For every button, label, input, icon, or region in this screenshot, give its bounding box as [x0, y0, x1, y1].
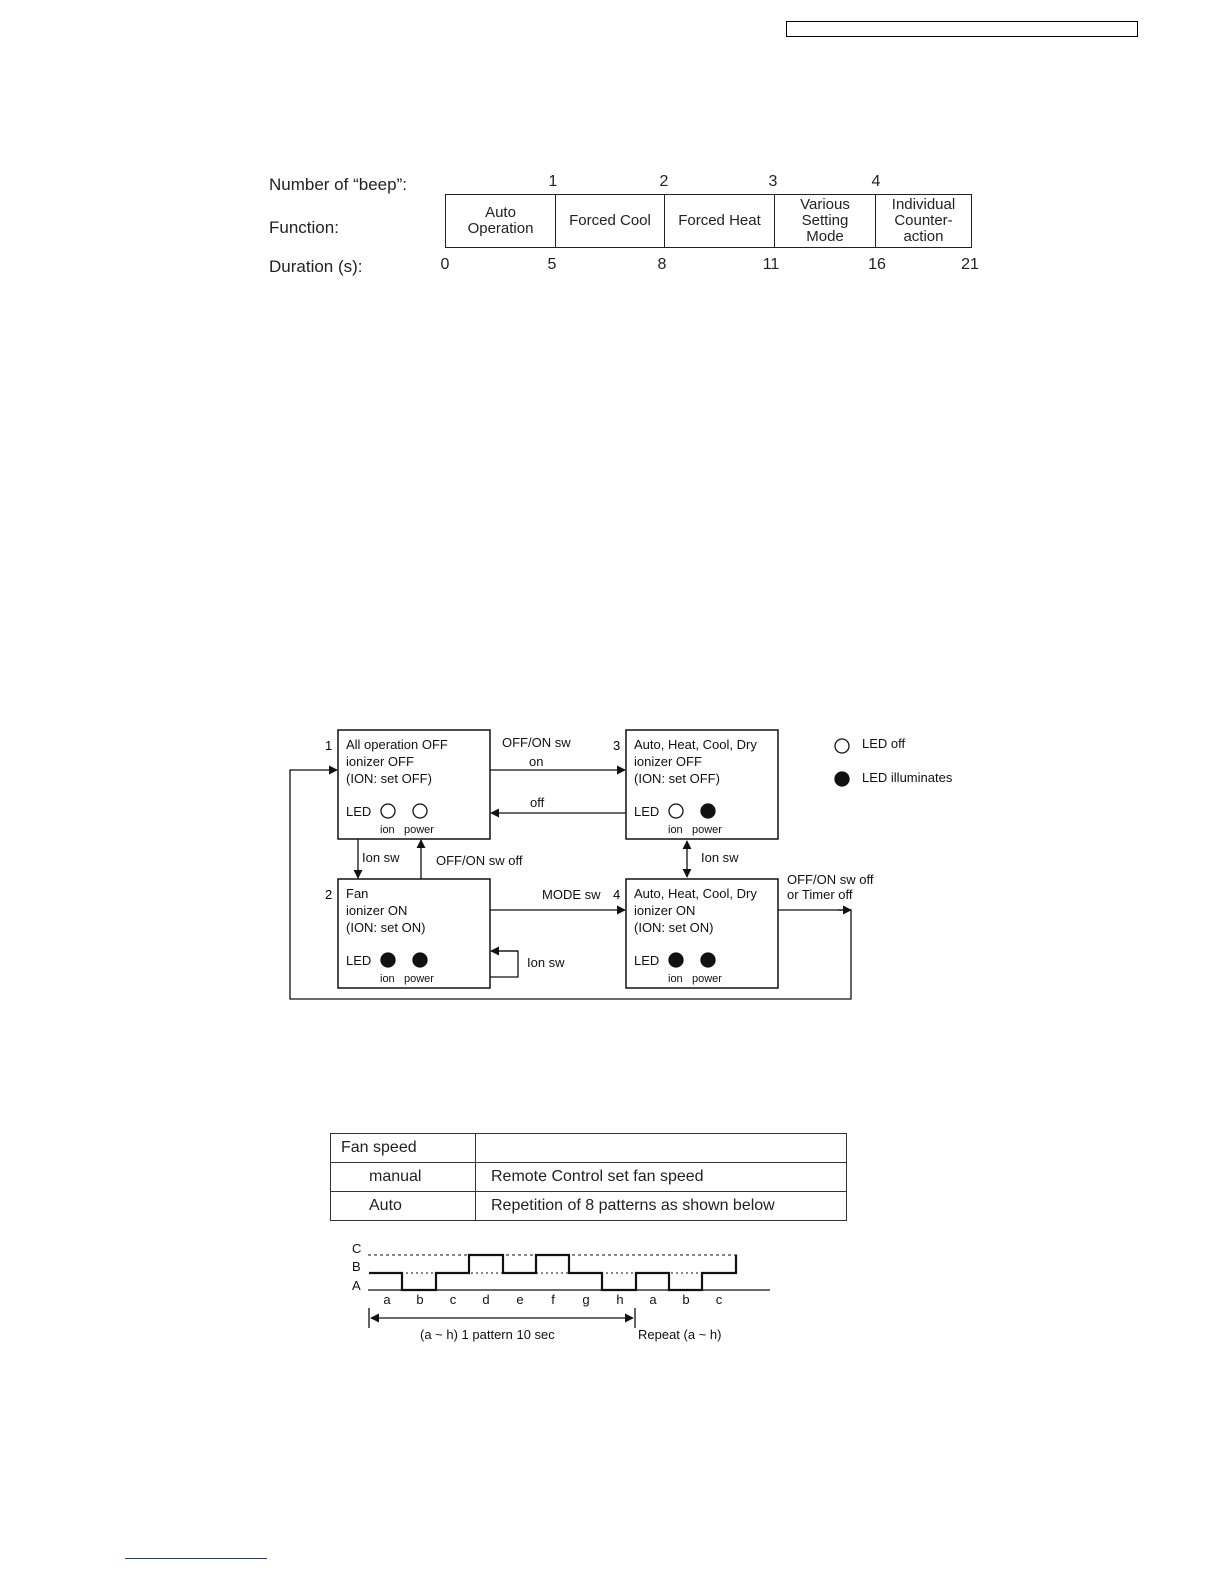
state-number-3: 3 [613, 738, 620, 753]
beep-number: 1 [548, 173, 558, 190]
state-2-line: Fan [346, 886, 368, 901]
state-1-line: ionizer OFF [346, 754, 414, 769]
ion-led-caption: ion [668, 824, 683, 836]
fan-speed-header: Fan speed [330, 1133, 476, 1163]
fan-desc-cell: Repetition of 8 patterns as shown below [475, 1191, 847, 1221]
duration-tick: 5 [547, 256, 557, 273]
repeat-label: Repeat (a ~ h) [638, 1327, 721, 1342]
function-cell-various-setting: Various Setting Mode [774, 194, 876, 248]
label-4-out-a: OFF/ON sw off [787, 872, 874, 887]
state-box-3 [625, 729, 779, 840]
segment-label: c [716, 1292, 723, 1307]
state-box-1 [337, 729, 491, 840]
function-cell-forced-heat: Forced Heat [664, 194, 775, 248]
state-4-line: (ION: set ON) [634, 920, 713, 935]
state-number-1: 1 [325, 738, 332, 753]
label-1-to-3-a: OFF/ON sw [502, 735, 571, 750]
power-led-caption: power [692, 973, 722, 985]
led-label: LED [346, 804, 371, 819]
beep-number: 2 [659, 173, 669, 190]
state-3-line: ionizer OFF [634, 754, 702, 769]
state-2-line: ionizer ON [346, 903, 407, 918]
led-on-icon [668, 952, 684, 968]
power-led-caption: power [404, 824, 434, 836]
state-box-4 [625, 878, 779, 989]
segment-label: a [649, 1292, 657, 1307]
fan-mode-cell: Auto [330, 1191, 476, 1221]
footer-link-line [125, 1558, 267, 1559]
ion-led-caption: ion [380, 824, 395, 836]
state-box-2 [337, 878, 491, 989]
segment-label: d [482, 1292, 489, 1307]
state-number-4: 4 [613, 887, 620, 902]
beep-number: 4 [871, 173, 881, 190]
legend-led-on-icon [834, 771, 850, 787]
label-3-to-1: off [530, 795, 545, 810]
label-1-to-2: Ion sw [362, 850, 400, 865]
state-4-line: Auto, Heat, Cool, Dry [634, 886, 757, 901]
legend-led-on: LED illuminates [862, 770, 953, 785]
function-cell-individual: Individual Counter- action [875, 194, 972, 248]
header-box [786, 21, 1138, 37]
segment-label: e [516, 1292, 523, 1307]
segment-label: b [682, 1292, 689, 1307]
led-on-icon [380, 952, 396, 968]
duration-label: Duration (s): [269, 257, 363, 276]
fan-speed-waveform [369, 1253, 738, 1292]
led-label: LED [634, 953, 659, 968]
segment-label: g [582, 1292, 589, 1307]
led-off-icon [380, 803, 396, 819]
label-2-self: Ion sw [527, 955, 565, 970]
state-2-line: (ION: set ON) [346, 920, 425, 935]
duration-tick: 8 [657, 256, 667, 273]
segment-label: b [416, 1292, 423, 1307]
duration-tick: 21 [961, 256, 979, 273]
state-1-line: (ION: set OFF) [346, 771, 432, 786]
led-on-icon [700, 803, 716, 819]
fan-speed-table: Fan speed manual Remote Control set fan … [330, 1133, 847, 1221]
power-led-caption: power [404, 973, 434, 985]
duration-tick: 16 [868, 256, 886, 273]
state-1-line: All operation OFF [346, 737, 448, 752]
label-2-to-4: MODE sw [542, 887, 601, 902]
table-row: Auto Repetition of 8 patterns as shown b… [330, 1191, 847, 1221]
led-label: LED [346, 953, 371, 968]
label-1-to-3-b: on [529, 754, 543, 769]
state-3-line: Auto, Heat, Cool, Dry [634, 737, 757, 752]
ion-led-caption: ion [380, 973, 395, 985]
segment-label: c [450, 1292, 457, 1307]
state-4-line: ionizer ON [634, 903, 695, 918]
function-label: Function: [269, 218, 339, 237]
level-label-a: A [352, 1278, 361, 1293]
legend-led-off: LED off [862, 736, 906, 751]
segment-label: a [383, 1292, 391, 1307]
legend-led-off-icon [834, 738, 850, 754]
segment-label: f [551, 1292, 555, 1307]
state-3-line: (ION: set OFF) [634, 771, 720, 786]
led-off-icon [412, 803, 428, 819]
duration-tick: 11 [762, 256, 780, 273]
label-4-out-b: or Timer off [787, 887, 853, 902]
pattern-label: (a ~ h) 1 pattern 10 sec [420, 1327, 555, 1342]
table-row: Fan speed [330, 1133, 847, 1163]
beep-number: 3 [768, 173, 778, 190]
ion-led-caption: ion [668, 973, 683, 985]
label-2-to-1: OFF/ON sw off [436, 853, 523, 868]
segment-label: h [616, 1292, 623, 1307]
led-off-icon [668, 803, 684, 819]
state-number-2: 2 [325, 887, 332, 902]
label-3-4: Ion sw [701, 850, 739, 865]
led-on-icon [700, 952, 716, 968]
beep-count-label: Number of “beep”: [269, 175, 407, 194]
power-led-caption: power [692, 824, 722, 836]
duration-tick: 0 [440, 256, 450, 273]
led-label: LED [634, 804, 659, 819]
level-label-b: B [352, 1259, 361, 1274]
led-on-icon [412, 952, 428, 968]
level-label-c: C [352, 1241, 361, 1256]
